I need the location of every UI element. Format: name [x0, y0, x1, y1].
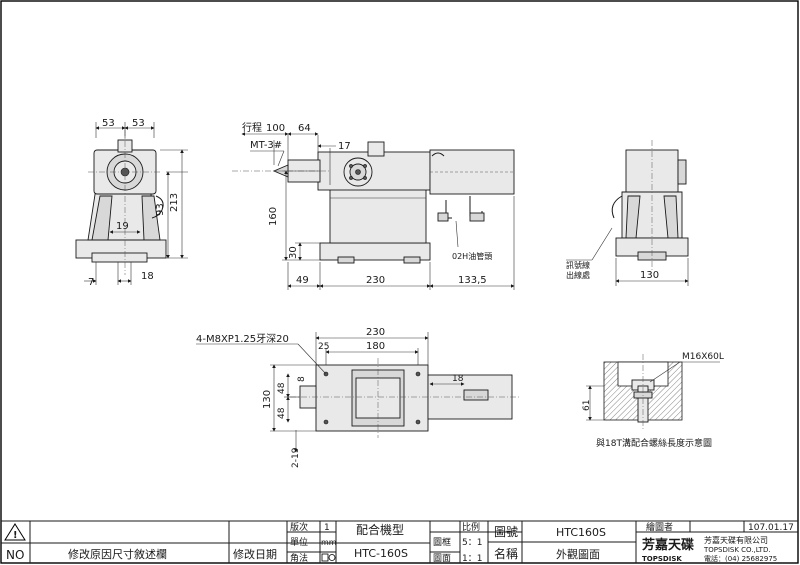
warning-icon: !	[13, 530, 18, 541]
drawing-no-value: HTC160S	[556, 526, 606, 539]
oil-pipe-label: 02H油管頭	[452, 251, 492, 261]
stroke-label: 行程	[242, 121, 262, 134]
bolt-label: M16X60L	[682, 352, 724, 362]
face-value: 1：1	[462, 554, 482, 564]
front-dim-18: 18	[141, 271, 154, 282]
projection-label: 角法	[290, 552, 308, 564]
rear-view: 訊號線 出線處 130	[566, 140, 689, 286]
thread-note: 4-M8XP1.25牙深20	[196, 333, 289, 345]
plan-dim-180: 180	[366, 341, 385, 352]
svg-text:芳嘉天碟: 芳嘉天碟	[642, 537, 694, 553]
unit-value: mm	[321, 538, 337, 547]
front-dim-93: 93	[155, 203, 166, 216]
side-dim-230: 230	[366, 275, 385, 286]
bolt-detail-view: M16X60L 61 與18T溝配合螺絲長度示意圖	[582, 352, 724, 449]
date-value: 107.01.17	[748, 523, 794, 533]
plan-dim-18: 18	[452, 374, 464, 384]
detail-dim-61: 61	[582, 400, 592, 411]
edition-label: 版次	[290, 521, 308, 533]
plan-dim-130: 130	[262, 390, 273, 409]
title-block: ! NO 修改原因尺寸敘述欄 修改日期 版次 1 單位 mm 角法 配合機型 H…	[1, 520, 798, 564]
plan-dim-48-b: 48	[277, 407, 287, 419]
unit-label: 單位	[290, 536, 308, 548]
side-dim-64: 64	[298, 123, 311, 134]
no-label: NO	[6, 548, 24, 562]
plan-view: 4-M8XP1.25牙深20 230 180 25 130 48 48 8 2-…	[196, 327, 520, 468]
side-dim-133-5: 133,5	[458, 275, 487, 286]
plan-dim-8: 8	[297, 376, 307, 382]
detail-caption: 與18T溝配合螺絲長度示意圖	[596, 437, 712, 449]
company-phone: 電話：(04) 25682975	[704, 554, 777, 563]
company-logo: 芳嘉天碟 TOPSDISK	[642, 537, 694, 563]
drawing-no-label: 圖號	[494, 525, 518, 539]
revision-note: 修改原因尺寸敘述欄	[68, 547, 167, 561]
front-dim-7: 7	[88, 277, 94, 288]
side-dim-160: 160	[268, 207, 279, 226]
projection-symbol-icon	[321, 553, 336, 562]
drafter-label: 繪圖者	[646, 521, 673, 533]
edition-value: 1	[324, 523, 330, 533]
taper-label: MT-3#	[250, 140, 282, 151]
side-dim-49: 49	[296, 275, 309, 286]
frame-label: 圖框	[433, 536, 451, 548]
side-dim-17: 17	[338, 141, 351, 152]
revision-date-label: 修改日期	[233, 547, 277, 561]
ratio-label: 比例	[462, 521, 480, 533]
side-dim-30: 30	[288, 246, 299, 259]
plan-dim-25: 25	[318, 342, 329, 352]
frame-value: 5：1	[462, 538, 482, 548]
front-view: 53 53 93 213 19 7 18	[75, 118, 188, 288]
plan-dim-230: 230	[366, 327, 385, 338]
front-dim-213: 213	[169, 193, 180, 212]
name-label: 名稱	[494, 546, 518, 561]
model-label: 配合機型	[356, 522, 404, 537]
face-label: 圖面	[433, 553, 451, 564]
front-dim-53-right: 53	[132, 118, 145, 129]
rear-dim-130: 130	[640, 270, 659, 281]
company-name-en: TOPSDISK CO.,LTD.	[703, 546, 771, 554]
cable-label-2: 出線處	[566, 270, 590, 280]
name-value: 外觀圖面	[556, 548, 600, 561]
plan-dim-48-a: 48	[277, 382, 287, 394]
side-view: 02H油管頭 行程 100 64 17 MT-3# 160 30 49 230	[232, 121, 515, 290]
model-value: HTC-160S	[354, 547, 408, 560]
front-dim-19: 19	[116, 221, 129, 232]
company-name-cn: 芳嘉天碟有限公司	[704, 535, 768, 545]
cable-label-1: 訊號線	[566, 260, 590, 270]
front-dim-53-left: 53	[102, 118, 115, 129]
stroke-value: 100	[266, 123, 285, 134]
plan-dim-2-19: 2-19	[291, 447, 301, 468]
svg-text:TOPSDISK: TOPSDISK	[642, 555, 682, 563]
